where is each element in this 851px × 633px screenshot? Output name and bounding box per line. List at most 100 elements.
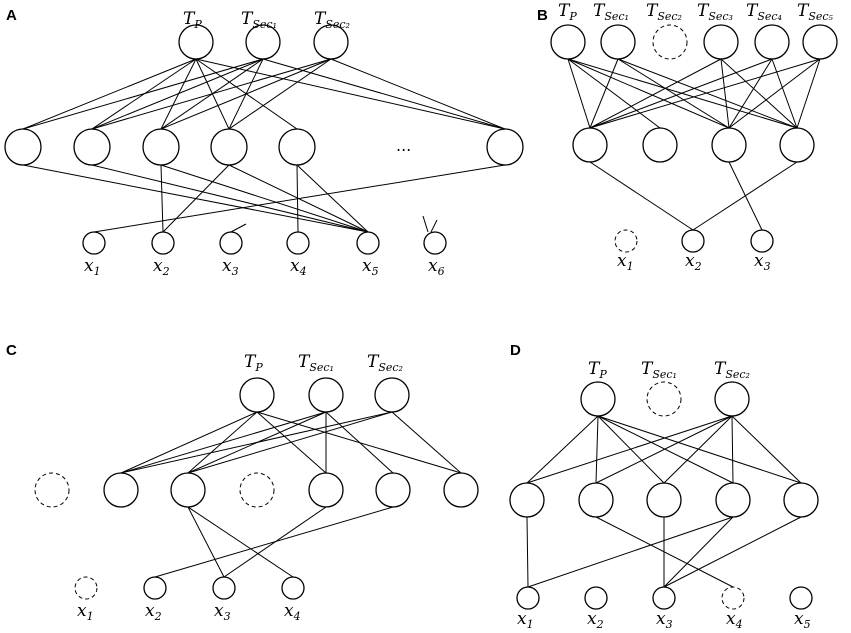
- node-c-hidden-6: [375, 472, 411, 508]
- label-a-tsec2: TSec₂: [314, 9, 350, 31]
- node-a-input-1: [82, 231, 106, 255]
- label-d-x1: x1: [517, 609, 534, 631]
- edge-d-mid4-input3: [663, 516, 734, 588]
- panel-c-letter: C: [6, 342, 17, 359]
- label-d-tp: TP: [588, 359, 607, 381]
- edge-a-mid3-input5: [160, 164, 369, 233]
- edge-a-top3-mid2: [91, 58, 332, 130]
- arrow-tick-a-input3: [230, 223, 247, 233]
- node-a-hidden-2: [73, 128, 111, 166]
- node-b-target-3: [652, 24, 688, 60]
- edge-b-top5-mid3: [728, 58, 773, 129]
- node-c-hidden-3: [170, 472, 206, 508]
- label-b-x1: x1: [617, 251, 634, 273]
- label-c-tp: TP: [244, 352, 263, 374]
- edge-a-top2-mid2: [91, 58, 264, 130]
- edge-d-top1-mid5: [597, 415, 802, 484]
- node-c-hidden-5: [308, 472, 344, 508]
- node-b-input-3: [750, 229, 774, 253]
- node-a-input-6: [423, 231, 447, 255]
- node-c-input-2: [143, 576, 167, 600]
- edge-d-top3-mid4: [731, 415, 734, 484]
- node-d-input-3: [652, 586, 676, 610]
- edge-a-top3-mid4: [228, 58, 332, 130]
- edge-b-top5-mid1: [589, 58, 773, 129]
- label-c-tsec1: TSec₁: [298, 352, 334, 374]
- node-a-input-3: [219, 231, 243, 255]
- panel-b-top-labels: TP TSec₁ TSec₂ TSec₃ TSec₄ TSec₅: [558, 1, 834, 23]
- edge-b-top4-mid3: [720, 58, 730, 129]
- nodes-layer: [4, 24, 838, 610]
- label-a-x6: x6: [428, 256, 445, 278]
- edge-b-top1-mid3: [567, 58, 730, 129]
- edge-a-top2-mid1: [22, 58, 264, 130]
- node-b-target-2: [600, 24, 636, 60]
- node-d-hidden-1: [509, 482, 545, 518]
- ellipsis-more-nodes: ...: [396, 136, 411, 155]
- label-c-x2: x2: [145, 601, 162, 623]
- label-a-x1: x1: [84, 256, 101, 278]
- node-c-input-4: [281, 576, 305, 600]
- edge-d-top1-mid4: [597, 415, 734, 484]
- node-b-target-6: [802, 24, 838, 60]
- edge-b-top4-mid4: [720, 58, 798, 129]
- node-c-input-1: [74, 576, 98, 600]
- label-d-x4: x4: [726, 609, 743, 631]
- edge-c-top3-mid2: [120, 411, 393, 474]
- label-b-tsec3: TSec₃: [697, 1, 733, 23]
- panel-a-top-labels: TP TSec₁ TSec₂: [183, 9, 350, 31]
- label-a-tp: TP: [183, 9, 202, 31]
- node-c-input-3: [212, 576, 236, 600]
- edge-d-top3-mid2: [595, 415, 733, 484]
- arrow-tick-a-input6-left: [422, 215, 429, 233]
- node-a-hidden-4: [210, 128, 248, 166]
- node-a-input-4: [286, 231, 310, 255]
- label-a-x2: x2: [153, 256, 170, 278]
- edge-b-top6-mid1: [589, 58, 821, 129]
- node-d-input-5: [789, 586, 813, 610]
- node-d-input-1: [516, 586, 540, 610]
- label-b-tsec1: TSec₁: [593, 1, 629, 23]
- node-b-target-4: [703, 24, 739, 60]
- label-d-x2: x2: [587, 609, 604, 631]
- node-a-hidden-6: [486, 128, 524, 166]
- edge-b-top1-mid1: [567, 58, 591, 129]
- node-a-target-1: [178, 24, 214, 60]
- panel-a-bottom-labels: x1 x2 x3 x4 x5 x6: [84, 256, 445, 278]
- panel-c-top-labels: TP TSec₁ TSec₂: [244, 352, 403, 374]
- panel-d-bottom-labels: x1 x2 x3 x4 x5: [517, 609, 811, 631]
- edge-a-mid6-input1: [93, 164, 506, 233]
- edge-c-top3-mid7: [391, 411, 462, 474]
- panel-b-letter: B: [537, 7, 548, 24]
- node-a-hidden-5: [278, 128, 316, 166]
- edge-d-mid4-input1: [527, 516, 734, 588]
- node-a-target-2: [245, 24, 281, 60]
- label-c-x4: x4: [284, 601, 301, 623]
- label-b-tsec5: TSec₅: [797, 1, 834, 23]
- edge-c-mid3-input4: [187, 506, 294, 578]
- node-a-input-5: [356, 231, 380, 255]
- edge-a-top3-mid3: [160, 58, 332, 130]
- edge-c-top2-mid6: [325, 411, 394, 474]
- node-a-target-3: [313, 24, 349, 60]
- edges-layer: [22, 58, 821, 588]
- node-d-target-3: [714, 381, 750, 417]
- node-d-hidden-4: [715, 482, 751, 518]
- label-c-tsec2: TSec₂: [367, 352, 403, 374]
- node-c-target-2: [308, 377, 344, 413]
- edge-d-mid5-input3: [663, 516, 802, 588]
- edge-a-top1-mid1: [22, 58, 197, 130]
- node-d-hidden-5: [783, 482, 819, 518]
- label-a-x3: x3: [222, 256, 239, 278]
- panel-c-bottom-labels: x1 x2 x3 x4: [77, 601, 301, 623]
- node-c-hidden-1: [34, 472, 70, 508]
- edge-c-top3-mid3: [187, 411, 393, 474]
- panel-d-top-labels: TP TSec₁ TSec₂: [588, 359, 750, 381]
- label-a-x5: x5: [362, 256, 379, 278]
- node-c-hidden-7: [443, 472, 479, 508]
- label-c-x1: x1: [77, 601, 94, 623]
- node-c-target-3: [374, 377, 410, 413]
- node-b-hidden-3: [711, 127, 747, 163]
- node-d-hidden-3: [646, 482, 682, 518]
